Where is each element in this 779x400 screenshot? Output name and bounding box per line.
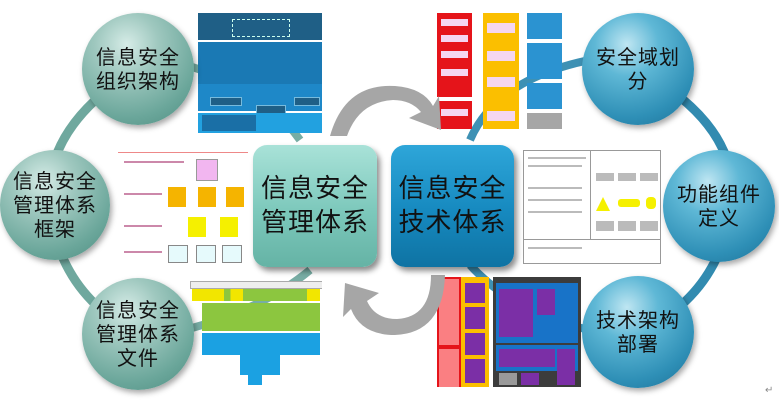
management-system-box[interactable]: 信息安全 管理体系	[253, 145, 377, 267]
node-label-line3: 文件	[117, 346, 159, 370]
node-org-structure[interactable]: 信息安全 组织架构	[82, 13, 194, 125]
security-domain-thumbnail	[437, 13, 562, 129]
framework-thumbnail	[118, 152, 248, 265]
node-label-line2: 管理体系	[96, 322, 180, 346]
node-label-line3: 框架	[34, 217, 76, 241]
documents-thumbnail	[190, 281, 322, 387]
node-label-line1: 技术架构	[596, 308, 680, 332]
node-architecture-deployment[interactable]: 技术架构 部署	[582, 276, 694, 388]
technical-system-line1: 信息安全	[398, 174, 507, 204]
node-label-line1: 安全域划	[596, 45, 680, 69]
node-label-line1: 信息安全	[96, 298, 180, 322]
paragraph-mark-icon: ↵	[765, 385, 774, 396]
arrow-mgmt-to-tech-icon	[330, 85, 441, 136]
node-label-line2: 管理体系	[13, 193, 97, 217]
node-management-framework[interactable]: 信息安全 管理体系 框架	[0, 150, 110, 260]
technical-system-line2: 技术体系	[398, 208, 507, 238]
management-system-line2: 管理体系	[260, 208, 369, 238]
technical-system-box[interactable]: 信息安全 技术体系	[391, 145, 514, 267]
arrow-tech-to-mgmt-icon	[343, 275, 445, 335]
node-security-domain[interactable]: 安全域划 分	[582, 13, 694, 125]
node-label-line2: 定义	[698, 206, 740, 230]
node-label-line1: 信息安全	[96, 45, 180, 69]
node-label-line2: 组织架构	[96, 69, 180, 93]
node-management-documents[interactable]: 信息安全 管理体系 文件	[82, 278, 194, 390]
node-label-line1: 信息安全	[13, 169, 97, 193]
management-system-line1: 信息安全	[260, 174, 369, 204]
architecture-thumbnail	[437, 277, 581, 387]
node-label-line2: 分	[627, 69, 649, 93]
node-label-line1: 功能组件	[677, 182, 761, 206]
node-label-line2: 部署	[617, 332, 659, 356]
components-thumbnail	[523, 150, 661, 264]
org-chart-thumbnail	[198, 13, 322, 133]
node-function-components[interactable]: 功能组件 定义	[663, 150, 775, 262]
